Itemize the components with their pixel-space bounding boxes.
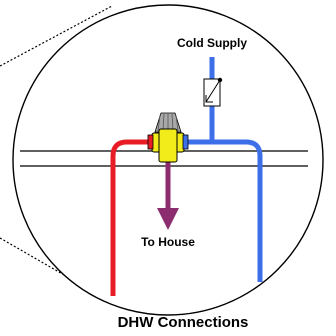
thermostatic-mixing-valve-icon	[147, 112, 189, 163]
hot-pipe	[110, 139, 152, 296]
check-valve-icon	[203, 77, 223, 107]
cold-supply-label: Cold Supply	[177, 36, 247, 50]
callout-line-upper	[0, 5, 113, 67]
to-house-label: To House	[141, 235, 195, 249]
diagram-caption: DHW Connections	[118, 314, 249, 331]
outlet-arrow	[157, 158, 179, 230]
cold-pipe	[209, 57, 263, 282]
